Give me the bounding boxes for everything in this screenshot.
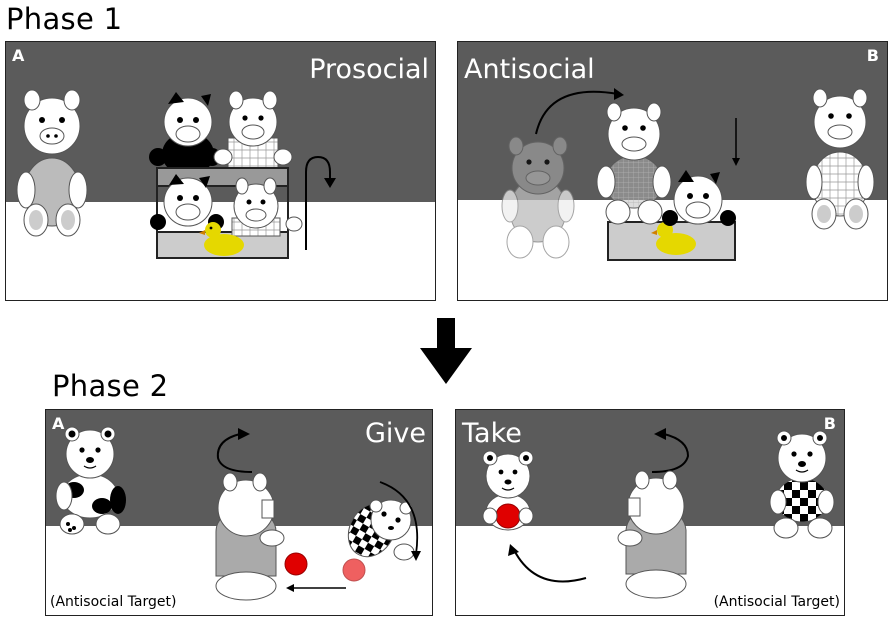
condition-label: Antisocial <box>464 54 595 85</box>
phase-2-title: Phase 2 <box>52 369 169 403</box>
red-ball-faded <box>342 558 366 582</box>
pig-puppet-back-view <box>215 472 285 601</box>
pig-puppet-right <box>805 88 875 230</box>
cow-puppet-front <box>150 174 224 230</box>
antisocial-target-note: (Antisocial Target) <box>713 594 840 610</box>
prosocial-scene <box>16 89 336 259</box>
antisocial-target-note: (Antisocial Target) <box>50 594 177 610</box>
panel-letter: B <box>823 414 836 433</box>
red-ball <box>284 552 308 576</box>
turn-arrow <box>651 428 690 473</box>
phase2-panel-a: A Give (Antisocial Target) <box>45 409 433 616</box>
give-scene <box>55 426 421 601</box>
pig-puppet-standing <box>596 102 672 225</box>
phase-transition-arrow <box>420 318 472 384</box>
phase1-panel-b: B Antisocial <box>457 41 888 301</box>
push-down-arrow <box>732 118 740 166</box>
panel-letter: B <box>866 46 879 65</box>
turn-arrow <box>216 428 253 473</box>
jump-arrow <box>535 88 624 135</box>
take-scene <box>482 428 835 599</box>
grab-arrow <box>508 544 587 583</box>
cow-puppet <box>662 170 736 226</box>
bear-puppet-tumbling <box>347 499 415 561</box>
phase1-panel-a: A Prosocial <box>5 41 436 301</box>
phase2-panel-b: B Take (Antisocial Target) <box>455 409 845 616</box>
pig-puppet-back-view <box>617 470 687 599</box>
lift-arrow <box>305 155 336 250</box>
pig-puppet-back <box>213 90 293 179</box>
tumble-arrow <box>379 481 421 561</box>
bear-puppet-checkered <box>769 430 835 539</box>
cow-puppet-back <box>149 92 221 176</box>
condition-label: Take <box>462 418 522 449</box>
pig-puppet-front <box>231 177 303 237</box>
condition-label: Prosocial <box>309 54 429 85</box>
phase-1-title: Phase 1 <box>6 2 123 36</box>
panel-letter: A <box>12 46 25 65</box>
bear-puppet-spotted <box>55 426 126 535</box>
pig-puppet-left <box>16 89 88 237</box>
pig-puppet-faded <box>501 136 575 259</box>
antisocial-scene <box>501 88 875 261</box>
rubber-duck <box>651 222 696 255</box>
bear-puppet-with-ball <box>482 450 534 531</box>
rubber-duck <box>199 222 244 256</box>
panel-letter: A <box>52 414 65 433</box>
condition-label: Give <box>364 418 426 449</box>
roll-arrow <box>286 584 346 592</box>
